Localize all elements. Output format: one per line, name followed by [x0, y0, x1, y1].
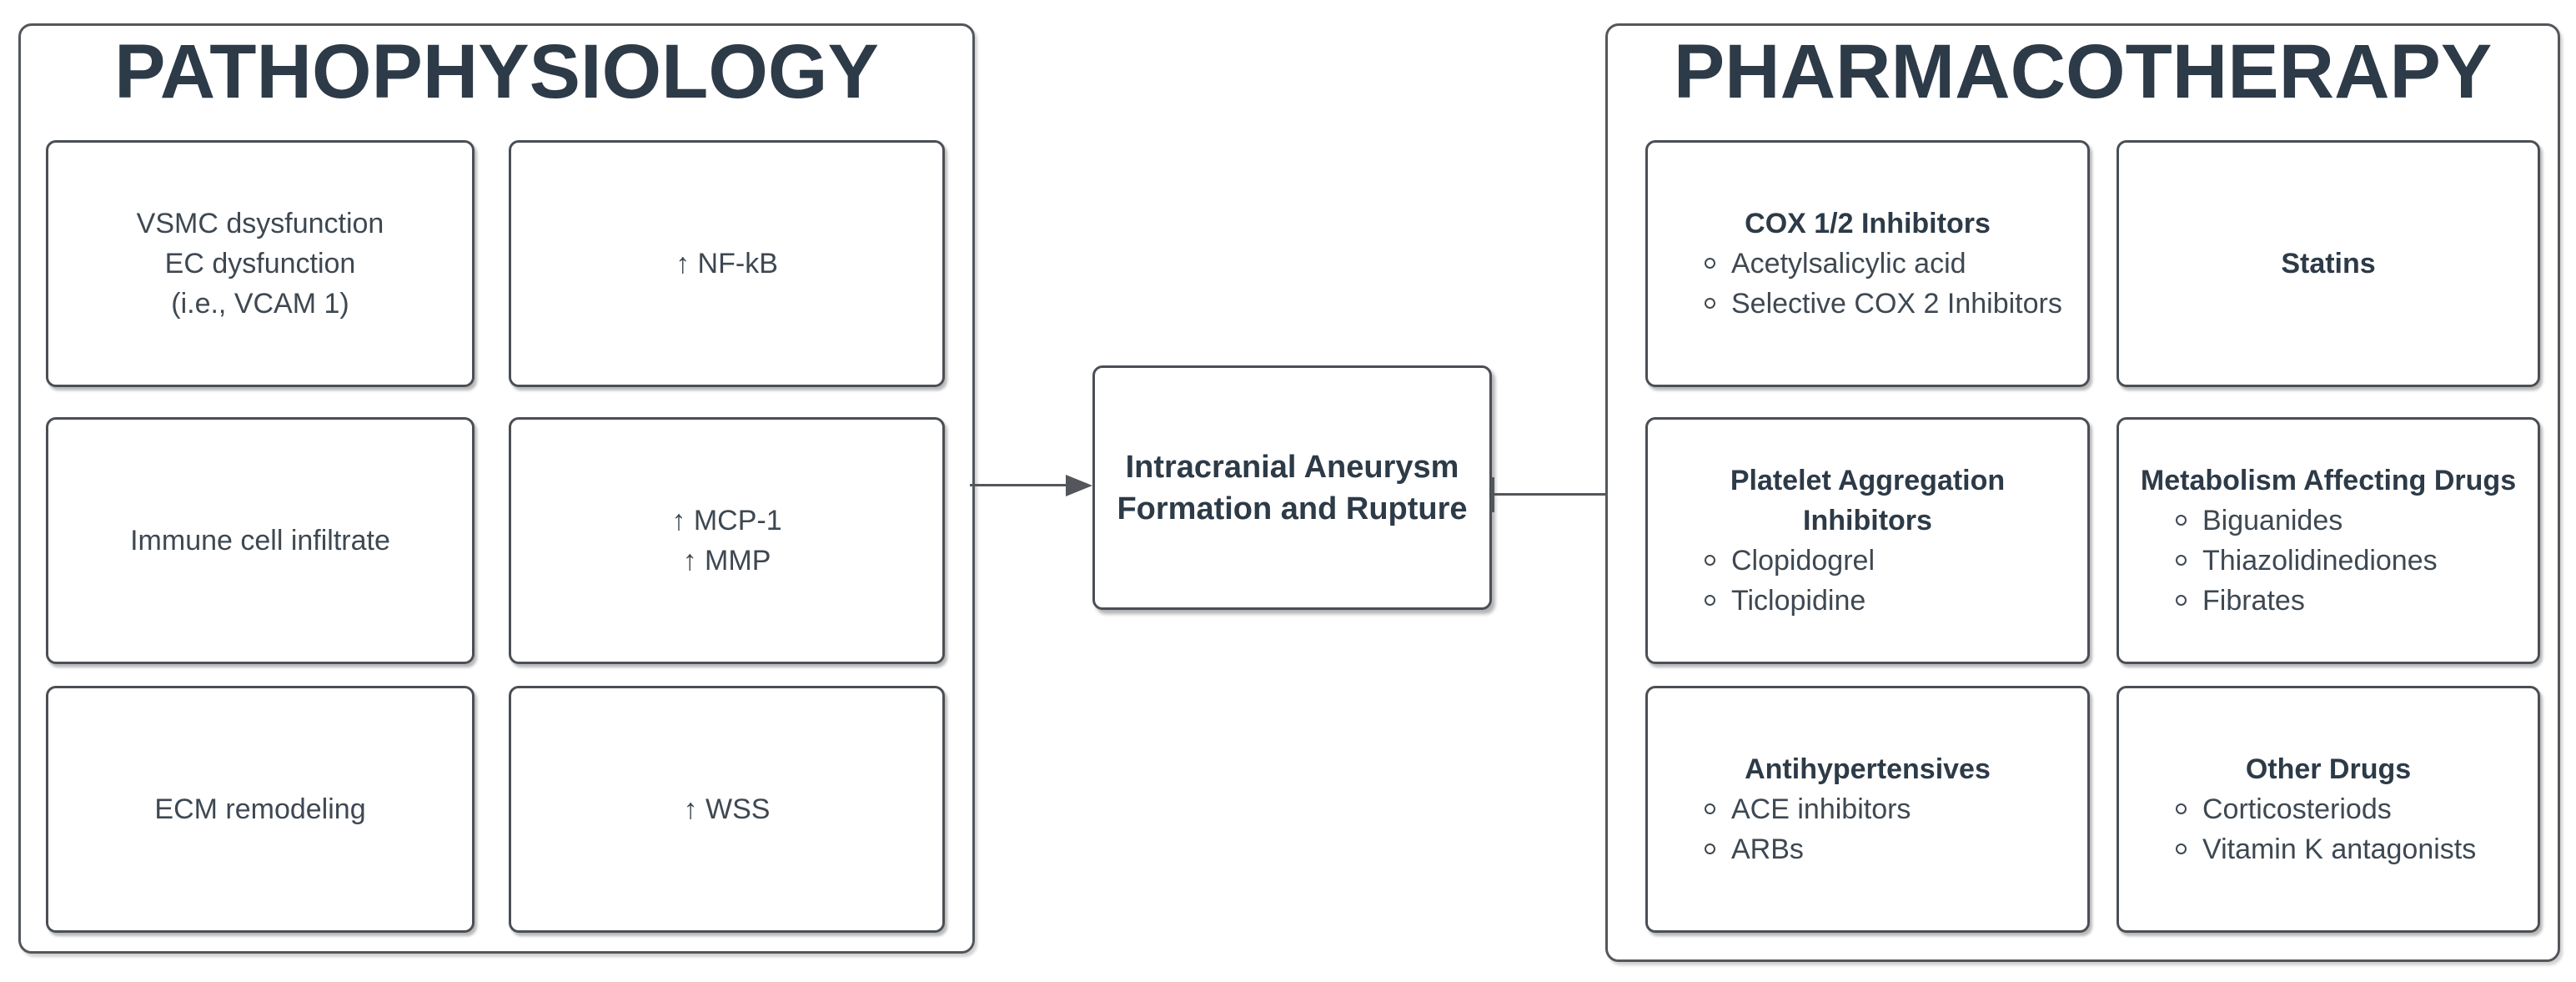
hollow-circle-bullet-icon: [1705, 803, 1715, 814]
hollow-circle-bullet-icon: [1705, 844, 1715, 854]
drug-list: Acetylsalicylic acid Selective COX 2 Inh…: [1648, 244, 2087, 324]
drug-box-heading: Metabolism Affecting Drugs: [2140, 465, 2517, 496]
drug-list-item-label: Selective COX 2 Inhibitors: [1731, 288, 2062, 320]
arrowhead-icon: [1066, 474, 1092, 496]
box-text-line: ↑ MMP: [682, 545, 771, 577]
box-text-line: ↑ NF-kB: [675, 248, 778, 279]
drug-list-item-label: Vitamin K antagonists: [2202, 833, 2477, 865]
hollow-circle-bullet-icon: [2176, 803, 2187, 814]
drug-list-item: ARBs: [1703, 829, 2062, 869]
drug-list-item-label: Fibrates: [2202, 585, 2305, 617]
drug-box-heading: Platelet Aggregation Inhibitors: [1730, 465, 2006, 536]
drug-box-heading: Other Drugs: [2245, 753, 2412, 785]
hollow-circle-bullet-icon: [1705, 298, 1715, 309]
pathology-box-immune-cell-infiltrate: Immune cell infiltrate: [46, 417, 475, 664]
drug-list-item: Biguanides: [2174, 501, 2513, 541]
pathology-box-wss: ↑ WSS: [509, 686, 945, 933]
center-node-text-line: Formation and Rupture: [1117, 491, 1468, 526]
drug-list-item: Selective COX 2 Inhibitors: [1703, 284, 2062, 324]
hollow-circle-bullet-icon: [2176, 555, 2187, 566]
drug-box-heading: Statins: [2281, 248, 2376, 279]
center-node-text-line: Intracranial Aneurysm: [1125, 449, 1459, 485]
drug-list-item: Corticosteriods: [2174, 789, 2513, 829]
drug-list: ACE inhibitors ARBs: [1648, 789, 2087, 869]
drug-list-item-label: Acetylsalicylic acid: [1731, 248, 1966, 279]
drug-list-item-label: Corticosteriods: [2202, 793, 2392, 825]
drug-box-antihypertensives: Antihypertensives ACE inhibitors ARBs: [1645, 686, 2090, 933]
drug-list-item: Acetylsalicylic acid: [1703, 244, 2062, 284]
drug-list: Clopidogrel Ticlopidine: [1648, 541, 2087, 621]
drug-list-item-label: Thiazolidinediones: [2202, 545, 2438, 577]
hollow-circle-bullet-icon: [1705, 555, 1715, 566]
box-text-line: ↑ WSS: [683, 793, 771, 825]
box-text-line: ECM remodeling: [154, 793, 366, 825]
central-node-intracranial-aneurysm: Intracranial Aneurysm Formation and Rupt…: [1092, 365, 1492, 610]
drug-list-item: Fibrates: [2174, 581, 2513, 621]
drug-list-item-label: ARBs: [1731, 833, 1804, 865]
pathology-box-nf-kb: ↑ NF-kB: [509, 140, 945, 387]
hollow-circle-bullet-icon: [2176, 515, 2187, 526]
pathology-box-ecm-remodeling: ECM remodeling: [46, 686, 475, 933]
drug-box-cox-inhibitors: COX 1/2 Inhibitors Acetylsalicylic acid …: [1645, 140, 2090, 387]
hollow-circle-bullet-icon: [1705, 258, 1715, 269]
drug-list-item: Clopidogrel: [1703, 541, 2062, 581]
pathology-box-vsmc-ec-dysfunction: VSMC dsysfunction EC dysfunction (i.e., …: [46, 140, 475, 387]
drug-list-item: Vitamin K antagonists: [2174, 829, 2513, 869]
box-text-line: Immune cell infiltrate: [130, 525, 390, 556]
drug-list: Corticosteriods Vitamin K antagonists: [2119, 789, 2538, 869]
hollow-circle-bullet-icon: [2176, 844, 2187, 854]
hollow-circle-bullet-icon: [1705, 595, 1715, 606]
box-text-line: VSMC dsysfunction: [136, 208, 384, 239]
hollow-circle-bullet-icon: [2176, 595, 2187, 606]
box-text-line: EC dysfunction: [164, 248, 356, 279]
drug-list-item-label: Clopidogrel: [1731, 545, 1875, 577]
pharmacotherapy-title: PHARMACOTHERAPY: [1673, 29, 2493, 114]
drug-list-item-label: ACE inhibitors: [1731, 793, 1911, 825]
drug-box-metabolism-affecting-drugs: Metabolism Affecting Drugs Biguanides Th…: [2117, 417, 2540, 664]
pathophysiology-title: PATHOPHYSIOLOGY: [114, 29, 879, 114]
drug-list-item: Thiazolidinediones: [2174, 541, 2513, 581]
drug-list-item-label: Ticlopidine: [1731, 585, 1866, 617]
inhibition-line: [1493, 493, 1605, 496]
box-text-line: ↑ MCP-1: [671, 505, 782, 536]
drug-box-statins: Statins: [2117, 140, 2540, 387]
drug-box-other-drugs: Other Drugs Corticosteriods Vitamin K an…: [2117, 686, 2540, 933]
drug-box-heading: Antihypertensives: [1745, 753, 1991, 785]
drug-list-item: ACE inhibitors: [1703, 789, 2062, 829]
box-text-line: (i.e., VCAM 1): [171, 288, 349, 320]
drug-list: Biguanides Thiazolidinediones Fibrates: [2119, 501, 2538, 621]
drug-box-platelet-aggregation-inhibitors: Platelet Aggregation Inhibitors Clopidog…: [1645, 417, 2090, 664]
drug-list-item-label: Biguanides: [2202, 505, 2343, 536]
drug-list-item: Ticlopidine: [1703, 581, 2062, 621]
drug-box-heading: COX 1/2 Inhibitors: [1745, 208, 1991, 239]
promote-arrow-line: [970, 484, 1067, 486]
pathology-box-mcp1-mmp: ↑ MCP-1 ↑ MMP: [509, 417, 945, 664]
